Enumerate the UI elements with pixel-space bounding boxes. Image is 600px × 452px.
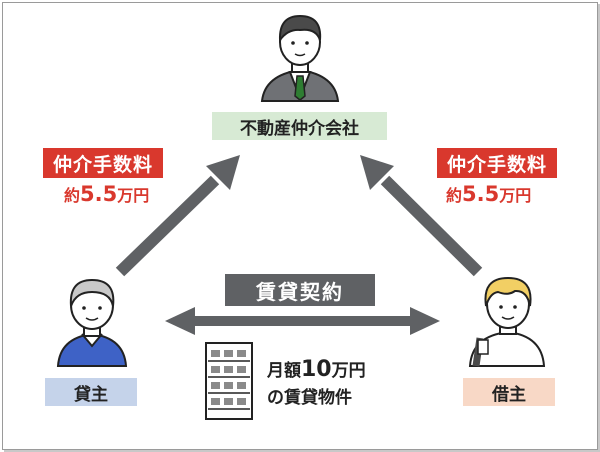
fee-right-prefix: 約 bbox=[446, 186, 463, 205]
fee-left-unit: 万円 bbox=[117, 186, 150, 205]
fee-right-amount: 約5.5万円 bbox=[446, 182, 531, 206]
arrow-tenant-to-agency bbox=[360, 155, 483, 277]
tenant-label-box: 借主 bbox=[463, 378, 555, 406]
property-type-line: の賃貸物件 bbox=[267, 388, 352, 408]
tenant-label: 借主 bbox=[492, 384, 526, 405]
fee-left-amount: 約5.5万円 bbox=[64, 182, 149, 206]
property-rent-line: 月額10万円 bbox=[267, 356, 366, 385]
fee-left-title-box: 仲介手数料 bbox=[43, 148, 163, 178]
tenant-person-icon bbox=[468, 276, 546, 367]
agency-label-box: 不動産仲介会社 bbox=[212, 112, 387, 140]
landlord-person-icon bbox=[56, 278, 128, 367]
property-rent-prefix: 月額 bbox=[267, 361, 301, 381]
property-rent-amount: 10 bbox=[301, 357, 332, 382]
fee-right-value: 5.5 bbox=[462, 182, 500, 206]
contract-label: 賃貸契約 bbox=[256, 279, 344, 304]
agency-label: 不動産仲介会社 bbox=[240, 118, 359, 139]
agent-person-icon bbox=[260, 14, 340, 102]
arrow-landlord-to-agency bbox=[115, 155, 240, 277]
fee-left-title: 仲介手数料 bbox=[52, 153, 153, 176]
property-rent-unit: 万円 bbox=[331, 361, 366, 381]
fee-right-title: 仲介手数料 bbox=[446, 153, 547, 176]
contract-label-box: 賃貸契約 bbox=[225, 274, 375, 306]
arrow-contract-double bbox=[165, 307, 440, 335]
apartment-building-icon bbox=[205, 342, 253, 420]
fee-right-title-box: 仲介手数料 bbox=[437, 148, 557, 178]
fee-left-value: 5.5 bbox=[80, 182, 118, 206]
landlord-label: 貸主 bbox=[74, 384, 108, 405]
fee-left-prefix: 約 bbox=[64, 186, 81, 205]
property-description: 月額10万円 の賃貸物件 bbox=[267, 356, 366, 412]
fee-right-unit: 万円 bbox=[499, 186, 532, 205]
landlord-label-box: 貸主 bbox=[45, 378, 137, 406]
